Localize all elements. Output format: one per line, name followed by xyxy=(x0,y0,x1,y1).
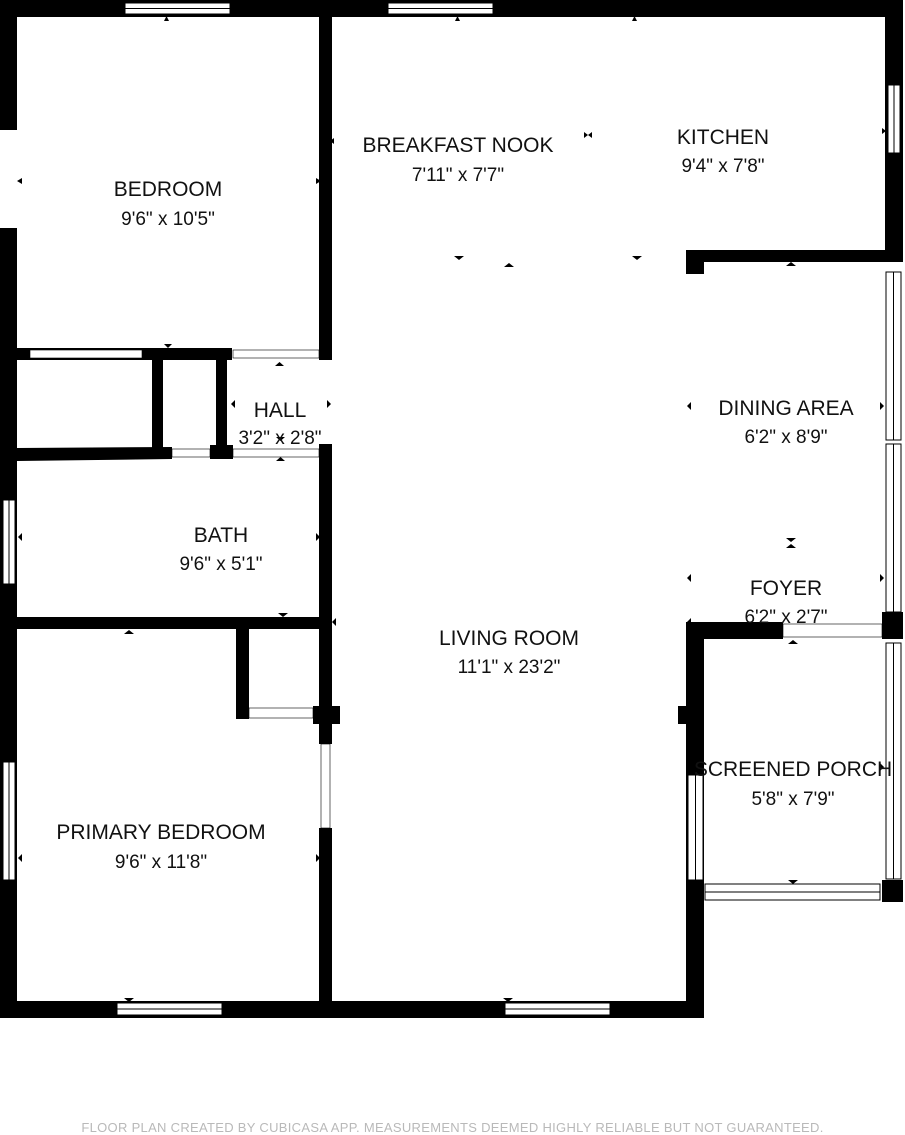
marker xyxy=(504,263,514,267)
marker xyxy=(880,402,884,410)
marker xyxy=(18,533,22,541)
marker xyxy=(316,178,321,184)
doorway-closet xyxy=(171,448,211,458)
wall-primary-closet xyxy=(236,617,249,719)
marker xyxy=(788,880,798,884)
room-name-screened-porch: SCREENED PORCH xyxy=(694,758,892,781)
wall-bedroom-east xyxy=(319,17,332,360)
room-name-kitchen: KITCHEN xyxy=(677,126,769,149)
marker xyxy=(454,256,464,260)
wall-porch-north xyxy=(686,622,783,639)
marker xyxy=(316,854,320,862)
wall-porch-west-stub xyxy=(678,706,688,724)
room-dims-bedroom: 9'6" x 10'5" xyxy=(121,209,215,230)
marker xyxy=(882,128,886,134)
doorway-bath xyxy=(232,448,320,458)
marker xyxy=(164,344,172,348)
marker xyxy=(275,362,284,366)
room-name-bath: BATH xyxy=(194,524,248,547)
wall-closet-south xyxy=(17,447,172,461)
marker xyxy=(786,538,796,542)
room-name-foyer: FOYER xyxy=(750,577,822,600)
marker xyxy=(584,132,588,138)
marker xyxy=(276,457,285,461)
floor-plan-credit: FLOOR PLAN CREATED BY CUBICASA APP. MEAS… xyxy=(81,1120,824,1135)
wall-left-upper xyxy=(0,0,17,130)
room-dims-breakfast-nook: 7'11" x 7'7" xyxy=(412,165,504,186)
marker xyxy=(330,138,334,144)
marker xyxy=(17,178,22,184)
marker xyxy=(231,400,235,408)
marker xyxy=(786,262,796,266)
room-dims-dining-area: 6'2" x 8'9" xyxy=(744,427,827,448)
room-dims-kitchen: 9'4" x 7'8" xyxy=(681,156,764,177)
wall-porch-se xyxy=(882,880,903,902)
marker xyxy=(699,763,703,771)
marker xyxy=(332,618,336,626)
marker xyxy=(164,16,169,21)
marker xyxy=(880,574,884,582)
room-name-bedroom: BEDROOM xyxy=(114,178,223,201)
wall-bath-south xyxy=(17,617,332,629)
marker xyxy=(788,640,798,644)
marker xyxy=(278,613,288,617)
doorway-primary-closet xyxy=(248,707,314,719)
marker xyxy=(503,998,513,1002)
wall-closet-c xyxy=(210,445,233,459)
marker xyxy=(316,533,320,541)
room-dims-screened-porch: 5'8" x 7'9" xyxy=(751,789,834,810)
marker xyxy=(786,544,796,548)
room-name-hall: HALL xyxy=(254,399,307,422)
marker xyxy=(880,763,884,771)
doorway-primary xyxy=(320,743,331,829)
wall-closet-b xyxy=(216,348,227,455)
doorway-hall-north xyxy=(232,349,320,359)
room-labels: BEDROOM 9'6" x 10'5" BREAKFAST NOOK 7'11… xyxy=(56,126,892,873)
marker xyxy=(276,437,285,441)
marker xyxy=(687,402,691,410)
marker xyxy=(632,256,642,260)
room-dims-bath: 9'6" x 5'1" xyxy=(179,554,262,575)
wall-closet-a xyxy=(152,348,163,455)
room-name-dining-area: DINING AREA xyxy=(718,397,853,420)
wall-kitchen-south xyxy=(686,250,903,262)
wall-kitchen-post xyxy=(686,250,704,274)
room-name-primary-bedroom: PRIMARY BEDROOM xyxy=(56,821,265,844)
wall-primary-closet-stub xyxy=(313,706,340,724)
marker xyxy=(124,630,134,634)
room-dims-primary-bedroom: 9'6" x 11'8" xyxy=(115,852,207,873)
room-dims-living-room: 11'1" x 23'2" xyxy=(458,657,561,678)
marker xyxy=(687,618,691,626)
marker xyxy=(455,16,460,21)
wall-left-mid xyxy=(0,228,17,1018)
marker xyxy=(588,132,592,138)
dimension-markers xyxy=(17,16,886,1002)
room-dims-foyer: 6'2" x 2'7" xyxy=(744,607,827,628)
room-name-breakfast-nook: BREAKFAST NOOK xyxy=(363,134,554,157)
wall-porch-north-east xyxy=(882,612,903,639)
doorway-bedroom xyxy=(29,349,143,359)
marker xyxy=(18,854,22,862)
room-dims-hall: 3'2" x 2'8" xyxy=(238,428,321,449)
marker xyxy=(632,16,637,21)
marker xyxy=(687,574,691,582)
room-name-living-room: LIVING ROOM xyxy=(439,627,579,650)
marker xyxy=(327,400,331,408)
marker xyxy=(124,998,134,1002)
windows xyxy=(2,2,902,1016)
doorways xyxy=(29,349,883,829)
wall-living-west xyxy=(319,444,332,744)
doorway-porch xyxy=(782,623,883,638)
wall-living-west-lower xyxy=(319,828,332,1018)
